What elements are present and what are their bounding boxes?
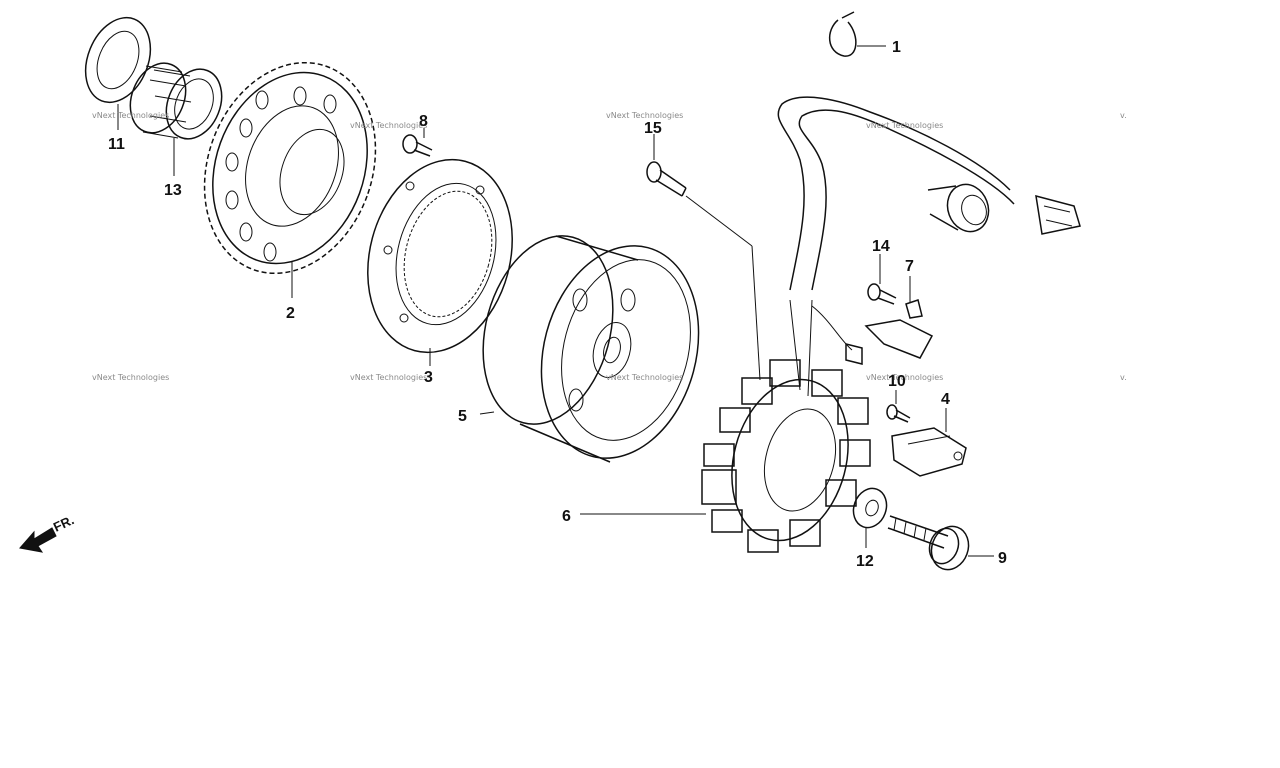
watermark: vNext Technologies (350, 373, 427, 382)
wire-harness (777, 96, 1015, 397)
front-direction-indicator: FR. (19, 512, 76, 553)
callout-14: 14 (872, 238, 890, 255)
callout-labels: 1 2 3 4 5 6 7 8 9 10 11 12 13 14 15 (108, 39, 1007, 570)
watermark: v. (1120, 111, 1127, 120)
callout-8: 8 (419, 113, 428, 130)
connector-round (927, 183, 990, 233)
callout-3: 3 (424, 369, 433, 386)
callout-7: 7 (905, 258, 914, 275)
part-4-pulse-generator (891, 427, 967, 477)
callout-11: 11 (108, 136, 125, 153)
leader-lines (117, 45, 994, 557)
part-1-clip (829, 11, 857, 57)
watermark: vNext Technologies (92, 111, 169, 120)
part-11-washer (84, 16, 152, 104)
callout-15: 15 (644, 120, 662, 137)
callout-9: 9 (998, 550, 1007, 567)
part-9-flange-bolt (887, 515, 970, 571)
connector-flat (1035, 194, 1081, 235)
direction-label: FR. (51, 512, 76, 534)
watermark: vNext Technologies (866, 373, 943, 382)
watermark: v. (1120, 373, 1127, 382)
part-15-bolt (646, 161, 687, 197)
part-12-washer (852, 487, 888, 529)
callout-13: 13 (164, 182, 182, 199)
callout-2: 2 (286, 305, 295, 322)
part-10-bolt (886, 404, 911, 423)
callout-5: 5 (458, 408, 467, 425)
watermark: vNext Technologies (92, 373, 169, 382)
callout-6: 6 (562, 508, 571, 525)
part-14-bolt (867, 283, 897, 305)
watermarks: vNext Technologies vNext Technologies vN… (92, 111, 1127, 382)
watermark: vNext Technologies (606, 111, 683, 120)
part-2-starter-gear (203, 61, 377, 275)
part-7-bracket (864, 299, 934, 359)
part-3-starter-clutch (367, 158, 513, 354)
watermark: vNext Technologies (350, 121, 427, 130)
callout-10: 10 (888, 373, 906, 390)
arrow-icon (19, 527, 57, 553)
watermark: vNext Technologies (606, 373, 683, 382)
callout-12: 12 (856, 553, 874, 570)
callout-4: 4 (941, 391, 950, 408)
callout-1: 1 (892, 39, 901, 56)
part-5-flywheel (482, 235, 700, 463)
connector-small (845, 343, 863, 365)
part-13-needle-bearing (129, 62, 223, 140)
watermark: vNext Technologies (866, 121, 943, 130)
part-6-stator (701, 359, 871, 553)
part-8-bolt (402, 134, 433, 157)
